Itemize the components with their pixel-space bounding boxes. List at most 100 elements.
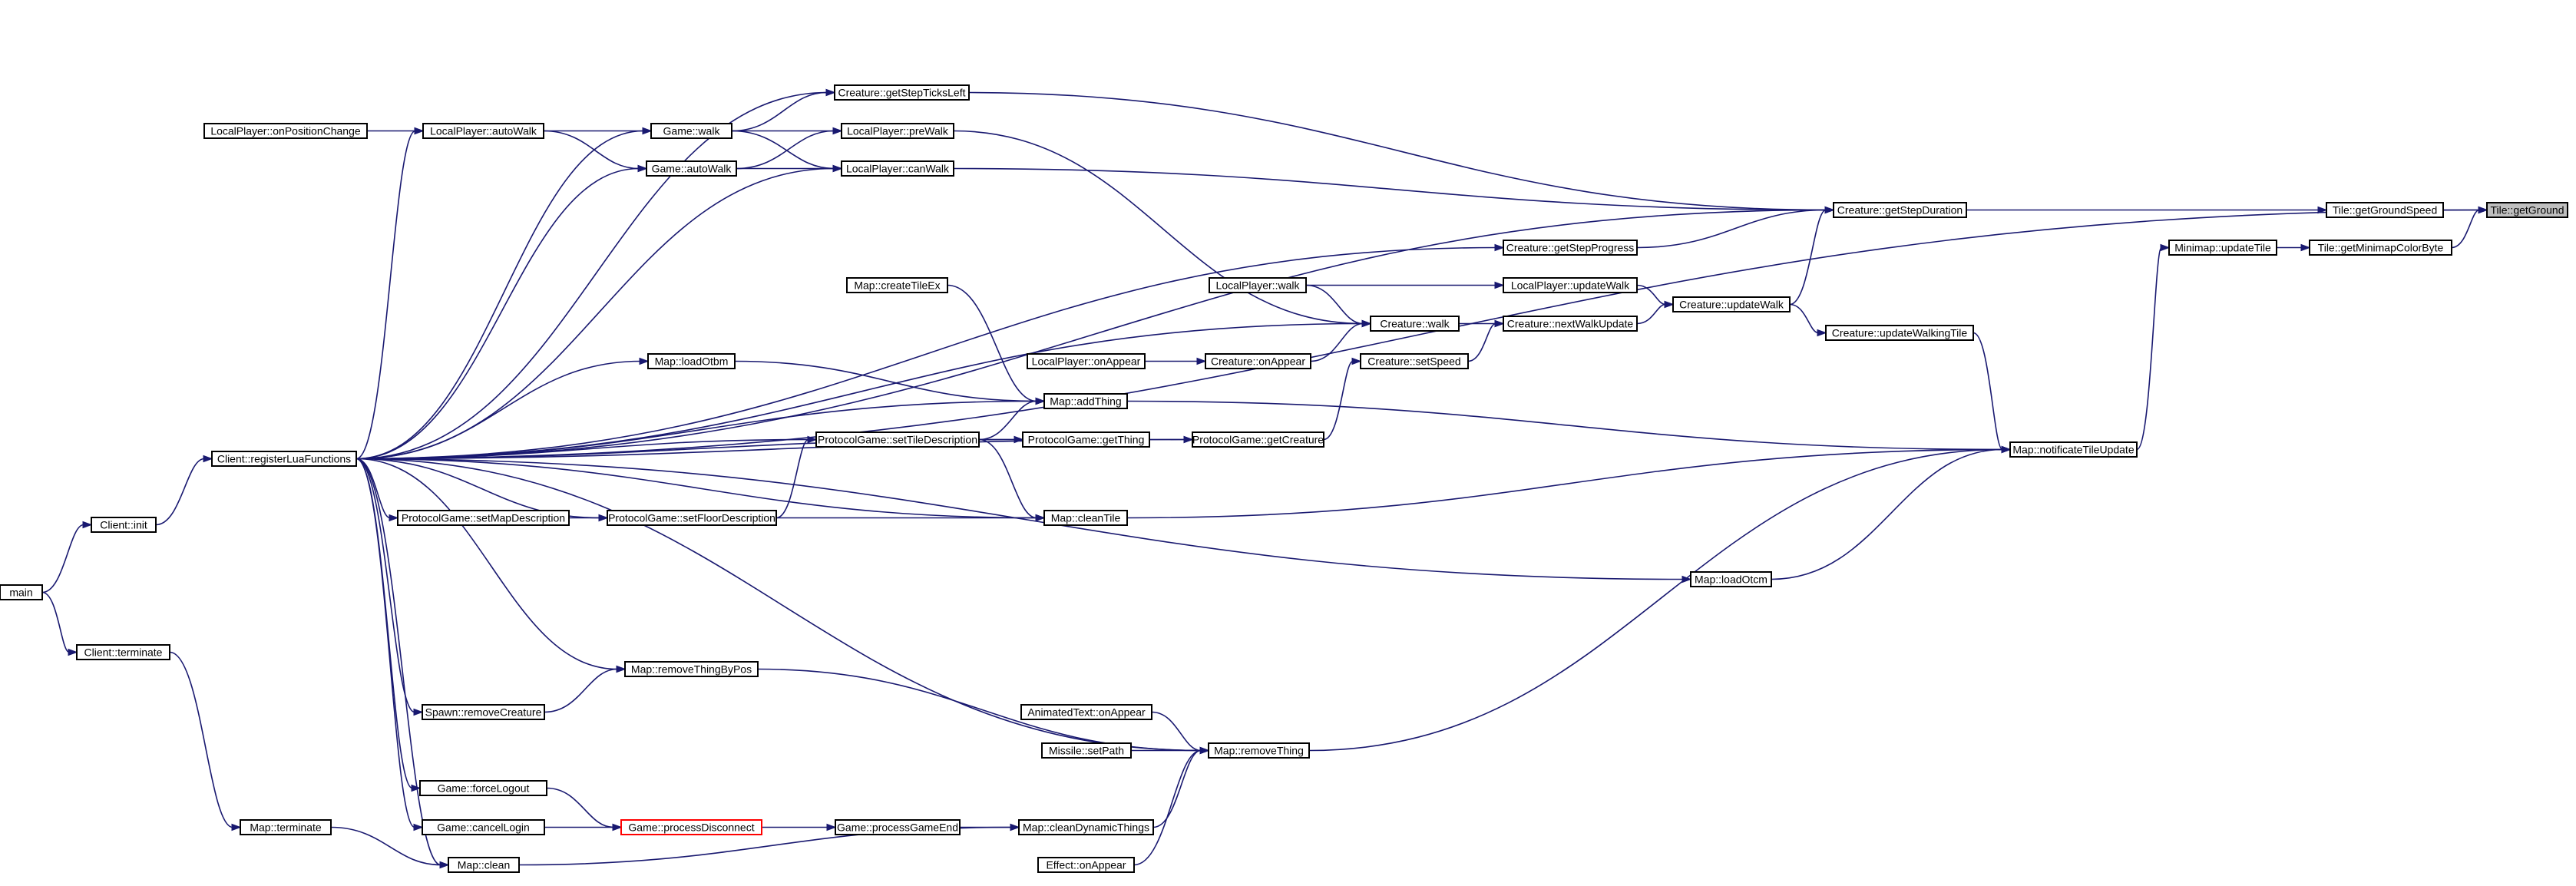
node-box [1192, 431, 1324, 448]
node-label: Map::cleanTile [1051, 512, 1121, 524]
node-creature-getstepduration[interactable]: Creature::getStepDuration [1833, 202, 1967, 218]
node-protocolgame-getcreature[interactable]: ProtocolGame::getCreature [1192, 431, 1324, 448]
node-protocolgame-getthing[interactable]: ProtocolGame::getThing [1022, 431, 1150, 448]
node-label: Game::autoWalk [652, 163, 732, 175]
node-creature-setspeed[interactable]: Creature::setSpeed [1360, 353, 1469, 369]
node-localplayer-walk[interactable]: LocalPlayer::walk [1209, 277, 1307, 293]
edge-line [1133, 749, 1202, 866]
node-map-addthing[interactable]: Map::addThing [1043, 393, 1128, 409]
node-client-terminate[interactable]: Client::terminate [76, 644, 170, 660]
node-box [422, 704, 545, 720]
node-map-clean[interactable]: Map::clean [448, 857, 520, 873]
node-map-terminate[interactable]: Map::terminate [240, 819, 332, 835]
edge-arrowhead [1035, 514, 1046, 522]
node-game-walk[interactable]: Game::walk [650, 123, 732, 139]
edge-line [330, 826, 441, 866]
node-map-loadotbm[interactable]: Map::loadOtbm [647, 353, 736, 369]
node-protocolgame-setmapdescription[interactable]: ProtocolGame::setMapDescription [397, 510, 570, 526]
node-creature-onappear[interactable]: Creature::onAppear [1205, 353, 1311, 369]
node-game-processgameend[interactable]: Game::processGameEnd [835, 819, 961, 835]
node-creature-getstepprogress[interactable]: Creature::getStepProgress [1503, 240, 1638, 256]
node-label: AnimatedText::onAppear [1027, 706, 1146, 719]
edge-arrowhead [616, 665, 627, 673]
edge-arrowhead [1494, 319, 1505, 328]
edge-arrowhead [1494, 281, 1505, 289]
node-main[interactable]: main [0, 584, 43, 600]
node-label: Creature::updateWalkingTile [1832, 327, 1968, 339]
node-creature-updatewalk[interactable]: Creature::updateWalk [1672, 296, 1791, 312]
edge-line [543, 130, 640, 170]
edge-line [1151, 711, 1202, 752]
node-map-cleandynamicthings[interactable]: Map::cleanDynamicThings [1018, 819, 1154, 835]
node-box [1027, 353, 1146, 369]
node-map-cleantile[interactable]: Map::cleanTile [1043, 510, 1128, 526]
edge-arrowhead [231, 823, 242, 831]
node-box [422, 819, 545, 835]
edge-arrowhead [1010, 823, 1020, 831]
node-animatedtext-onappear[interactable]: AnimatedText::onAppear [1020, 704, 1152, 720]
node-effect-onappear[interactable]: Effect::onAppear [1037, 857, 1135, 873]
node-creature-walk[interactable]: Creature::walk [1370, 316, 1460, 332]
edge-localplayer-walk-to-localplayer-updatewalk [1306, 281, 1505, 289]
edge-creature-getstepprogress-to-creature-getstepduration [1636, 206, 1835, 249]
edge-line [1636, 209, 1827, 249]
edge-line [1973, 332, 2003, 451]
node-game-autowalk[interactable]: Game::autoWalk [646, 160, 737, 177]
edge-line [355, 209, 1827, 460]
node-map-createtileex[interactable]: Map::createTileEx [846, 277, 948, 293]
edge-line [355, 458, 1037, 519]
node-creature-nextwalkupdate[interactable]: Creature::nextWalkUpdate [1503, 316, 1638, 332]
node-spawn-removecreature[interactable]: Spawn::removeCreature [422, 704, 545, 720]
node-missile-setpath[interactable]: Missile::setPath [1041, 742, 1132, 759]
node-tile-getminimapcolorbyte[interactable]: Tile::getMinimapColorByte [2309, 240, 2452, 256]
edge-line [355, 130, 416, 460]
node-box [1825, 325, 1974, 341]
node-tile-getgroundspeed[interactable]: Tile::getGroundSpeed [2326, 202, 2444, 218]
node-creature-updatewalkingtile[interactable]: Creature::updateWalkingTile [1825, 325, 1974, 341]
edge-arrowhead [439, 861, 450, 869]
edge-map-loadotbm-to-map-addthing [734, 360, 1046, 405]
node-box [835, 819, 961, 835]
node-label: Minimap::updateTile [2174, 242, 2271, 254]
edge-line [41, 524, 84, 593]
edge-arrowhead [1199, 746, 1210, 755]
node-map-loadotcm[interactable]: Map::loadOtcm [1690, 571, 1772, 587]
edge-line [1789, 303, 1819, 334]
node-game-processdisconnect[interactable]: Game::processDisconnect [620, 819, 762, 835]
edge-arrowhead [1664, 300, 1675, 309]
node-label: Creature::getStepDuration [1837, 204, 1963, 217]
node-box [1041, 742, 1132, 759]
node-localplayer-onappear[interactable]: LocalPlayer::onAppear [1027, 353, 1146, 369]
node-client-registerluafunctions[interactable]: Client::registerLuaFunctions [211, 451, 357, 467]
edge-game-autowalk-to-localplayer-prewalk [736, 127, 843, 170]
edge-creature-updatewalk-to-creature-getstepduration [1789, 206, 1835, 306]
node-creature-getstepticksleft[interactable]: Creature::getStepTicksLeft [834, 84, 970, 101]
node-localplayer-autowalk[interactable]: LocalPlayer::autoWalk [422, 123, 544, 139]
edge-client-registerluafunctions-to-game-cancellogin [355, 458, 424, 831]
edge-line [1467, 322, 1496, 362]
node-client-init[interactable]: Client::init [91, 517, 157, 533]
edge-arrowhead [1494, 243, 1505, 252]
edge-arrowhead [203, 455, 213, 463]
node-box [834, 84, 970, 101]
edge-line [2136, 246, 2162, 451]
node-localplayer-prewalk[interactable]: LocalPlayer::preWalk [841, 123, 954, 139]
node-protocolgame-settiledescription[interactable]: ProtocolGame::setTileDescription [815, 431, 980, 448]
node-localplayer-updatewalk[interactable]: LocalPlayer::updateWalk [1503, 277, 1638, 293]
edge-localplayer-autowalk-to-game-autowalk [543, 130, 648, 173]
node-game-forcelogout[interactable]: Game::forceLogout [419, 780, 547, 796]
node-map-notificatetileupdate[interactable]: Map::notificateTileUpdate [2009, 441, 2138, 458]
node-map-removethingbypos[interactable]: Map::removeThingByPos [624, 661, 759, 677]
node-map-removething[interactable]: Map::removeThing [1208, 742, 1310, 759]
node-game-cancellogin[interactable]: Game::cancelLogin [422, 819, 545, 835]
node-box [841, 123, 954, 139]
node-label: Spawn::removeCreature [425, 706, 542, 719]
node-minimap-updatetile[interactable]: Minimap::updateTile [2168, 240, 2277, 256]
node-protocolgame-setfloordescription[interactable]: ProtocolGame::setFloorDescription [607, 510, 777, 526]
node-localplayer-onpositionchange[interactable]: LocalPlayer::onPositionChange [203, 123, 368, 139]
node-tile-getground[interactable]: Tile::getGround [2486, 202, 2568, 218]
edge-arrowhead [2478, 206, 2488, 214]
node-localplayer-canwalk[interactable]: LocalPlayer::canWalk [841, 160, 954, 177]
edge-arrowhead [642, 127, 653, 135]
edge-protocolgame-settiledescription-to-map-cleantile [978, 438, 1046, 522]
